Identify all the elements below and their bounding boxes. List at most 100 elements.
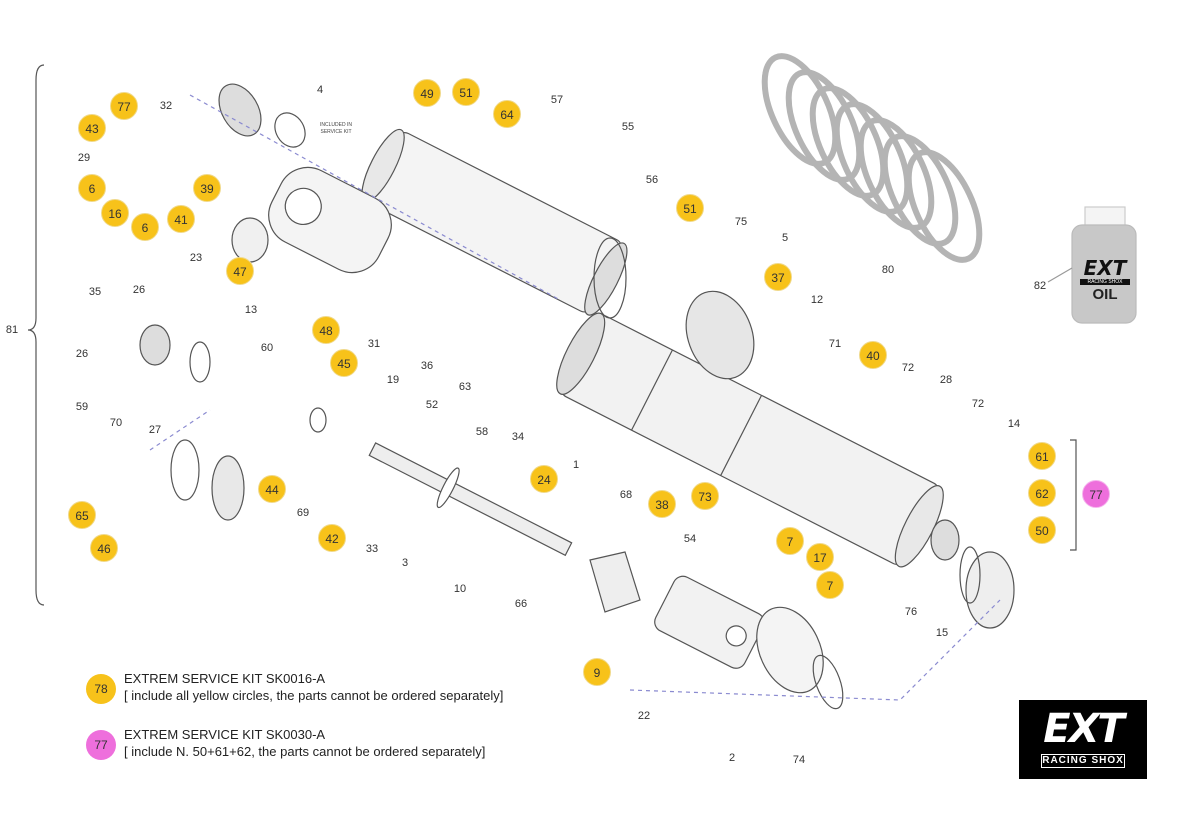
part-number: 82 [1033,280,1047,292]
part-number: 66 [514,598,528,610]
callout-yellow[interactable]: 48 [312,316,340,344]
part-number: 76 [904,606,918,618]
part-number: 81 [5,324,19,336]
part-number: 14 [1007,418,1021,430]
part-number: 35 [88,286,102,298]
top-eyelet [268,166,392,274]
ext-logo: EXT RACING SHOX [1019,700,1147,779]
bottom-clevis [654,575,765,669]
spring-coil [761,53,839,167]
callout-yellow[interactable]: 42 [318,524,346,552]
legend-title: EXTREM SERVICE KIT SK0030-A [124,727,326,742]
callout-yellow[interactable]: 77 [110,92,138,120]
part-number: 26 [75,348,89,360]
adjuster-knob [218,83,262,137]
part-number: 71 [828,338,842,350]
callout-yellow[interactable]: 6 [131,213,159,241]
group-brace [27,64,45,606]
part-number: 70 [109,417,123,429]
spring-coil [905,149,983,263]
callout-yellow[interactable]: 16 [101,199,129,227]
oil-sub: RACING SHOX [1080,279,1130,285]
part-number: 28 [939,374,953,386]
legend-badge-pink: 77 [86,730,116,760]
callout-yellow[interactable]: 46 [90,534,118,562]
part-number: 13 [244,304,258,316]
part-number: 1 [572,459,580,471]
oil-brand: EXT [1083,256,1127,280]
part-number: 32 [159,100,173,112]
part-number: 31 [367,338,381,350]
callout-yellow[interactable]: 64 [493,100,521,128]
part-number: 34 [511,431,525,443]
callout-yellow[interactable]: 45 [330,349,358,377]
callout-yellow[interactable]: 73 [691,482,719,510]
callout-yellow[interactable]: 50 [1028,516,1056,544]
part-number: 33 [365,543,379,555]
callout-yellow[interactable]: 17 [806,543,834,571]
kit-bracket [1070,439,1077,551]
part-number: 60 [260,342,274,354]
main-body [556,312,944,568]
callout-yellow[interactable]: 47 [226,257,254,285]
part-number: 19 [386,374,400,386]
legend-desc: [ include all yellow circles, the parts … [124,688,504,703]
legend-desc: [ include N. 50+61+62, the parts cannot … [124,744,486,759]
callout-yellow[interactable]: 44 [258,475,286,503]
part-number: 59 [75,401,89,413]
logo-brand: EXT [1043,706,1124,752]
callout-yellow[interactable]: 61 [1028,442,1056,470]
part-number: 4 [316,84,324,96]
bump-stop [589,551,641,613]
callout-pink[interactable]: 77 [1082,480,1110,508]
spring-coil [881,133,959,247]
part-number: 12 [810,294,824,306]
oil-bottle-cap [1084,206,1126,228]
oil-label: OIL [1092,286,1118,303]
callout-yellow[interactable]: 24 [530,465,558,493]
oil-bottle-label: EXT RACING SHOX OIL [1074,258,1136,304]
part-number: 5 [781,232,789,244]
callout-yellow[interactable]: 7 [776,527,804,555]
callout-yellow[interactable]: 37 [764,263,792,291]
part-number: 10 [453,583,467,595]
spring-coil [809,85,887,199]
callout-yellow[interactable]: 40 [859,341,887,369]
part-number: 72 [971,398,985,410]
service-kit-note: INCLUDED IN SERVICE KIT [320,122,352,135]
bottom-cup [756,606,824,694]
callout-yellow[interactable]: 62 [1028,479,1056,507]
callout-yellow[interactable]: 38 [648,490,676,518]
callout-yellow[interactable]: 51 [452,78,480,106]
reservoir-body [361,128,628,316]
o-ring-74 [812,654,844,710]
oil-bottle [1071,224,1137,324]
callout-yellow[interactable]: 49 [413,79,441,107]
callout-yellow[interactable]: 7 [816,571,844,599]
part-number: 58 [475,426,489,438]
part-number: 2 [728,752,736,764]
callout-yellow[interactable]: 65 [68,501,96,529]
part-number: 63 [458,381,472,393]
part-number: 54 [683,533,697,545]
logo-sub: RACING SHOX [1041,754,1125,768]
spring-coil [857,117,935,231]
part-number: 74 [792,754,806,766]
part-number: 75 [734,216,748,228]
legend-kit-sk0016: 78 EXTREM SERVICE KIT SK0016-A [ include… [86,670,503,704]
piston-shaft [368,442,573,557]
callout-yellow[interactable]: 41 [167,205,195,233]
callout-yellow[interactable]: 39 [193,174,221,202]
callout-yellow[interactable]: 51 [676,194,704,222]
callout-yellow[interactable]: 9 [583,658,611,686]
part-number: 56 [645,174,659,186]
callout-yellow[interactable]: 6 [78,174,106,202]
spring [761,53,983,263]
part-number: 23 [189,252,203,264]
legend-title: EXTREM SERVICE KIT SK0016-A [124,671,326,686]
callout-yellow[interactable]: 43 [78,114,106,142]
part-number: 29 [77,152,91,164]
legend-badge-yellow: 78 [86,674,116,704]
part-number: 69 [296,507,310,519]
